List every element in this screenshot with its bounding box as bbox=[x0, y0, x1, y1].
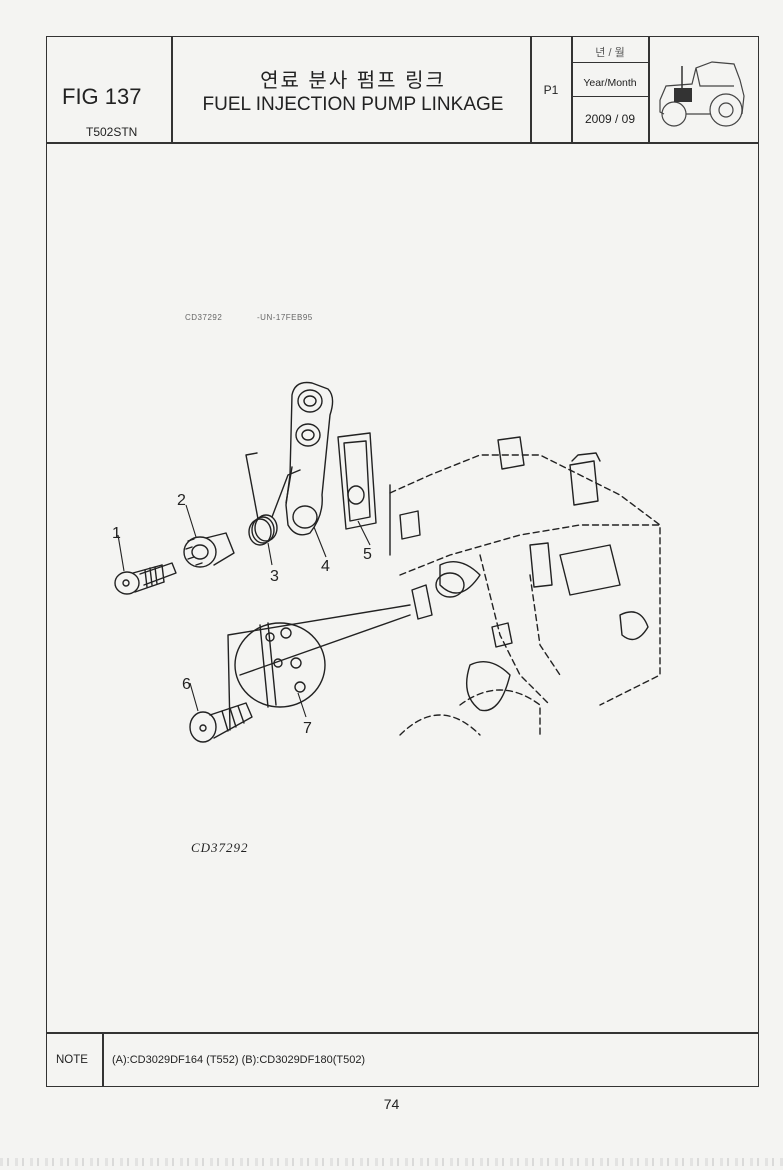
date-value: 2009 / 09 bbox=[584, 112, 636, 126]
callout-2: 2 bbox=[177, 492, 186, 509]
title-english: FUEL INJECTION PUMP LINKAGE bbox=[202, 94, 504, 115]
note-label: NOTE bbox=[56, 1054, 88, 1066]
ym-divider-1 bbox=[571, 62, 649, 63]
note-divider bbox=[46, 1032, 759, 1034]
diagram-code-right: -UN-17FEB95 bbox=[257, 313, 313, 322]
header-col-divider-3 bbox=[571, 36, 573, 143]
header-divider bbox=[46, 142, 759, 144]
model-code: T502STN bbox=[86, 125, 138, 139]
part-4-lever bbox=[285, 381, 334, 536]
page-label: P1 bbox=[543, 83, 559, 97]
header-col-divider-4 bbox=[648, 36, 650, 143]
year-month-korean: 년 / 월 bbox=[595, 47, 625, 59]
parts-diagram: 1 2 3 4 5 6 7 bbox=[112, 381, 661, 743]
part-7-hub bbox=[234, 622, 326, 708]
page-frame bbox=[46, 36, 759, 1087]
diagram-code-left: CD37292 bbox=[185, 313, 223, 322]
callout-3: 3 bbox=[270, 568, 279, 585]
part-5-plate bbox=[337, 432, 377, 530]
note-col-divider bbox=[102, 1032, 104, 1086]
tractor-icon bbox=[659, 61, 745, 127]
part-2-bushing bbox=[183, 532, 235, 568]
part-6-bolt bbox=[189, 702, 253, 743]
callout-5: 5 bbox=[363, 546, 372, 563]
header-col-divider-2 bbox=[530, 36, 532, 143]
page-number: 74 bbox=[383, 1096, 400, 1112]
pump-body bbox=[389, 454, 661, 736]
title-korean: 연료 분사 펌프 링크 bbox=[260, 70, 446, 92]
scan-artifact bbox=[0, 1158, 783, 1166]
part-1-bolt bbox=[114, 562, 177, 595]
callout-4: 4 bbox=[321, 558, 330, 575]
note-text: (A):CD3029DF164 (T552) (B):CD3029DF180(T… bbox=[112, 1054, 366, 1066]
callout-7: 7 bbox=[303, 720, 312, 737]
part-3-spring bbox=[245, 452, 301, 546]
header-col-divider-1 bbox=[171, 36, 173, 143]
pump-fittings bbox=[399, 436, 649, 712]
year-month-english: Year/Month bbox=[583, 77, 637, 89]
ym-divider-2 bbox=[571, 96, 649, 97]
callout-1: 1 bbox=[112, 525, 121, 542]
diagram-caption: CD37292 bbox=[191, 840, 249, 855]
fig-label: FIG 137 bbox=[62, 84, 142, 109]
callout-6: 6 bbox=[182, 676, 191, 693]
